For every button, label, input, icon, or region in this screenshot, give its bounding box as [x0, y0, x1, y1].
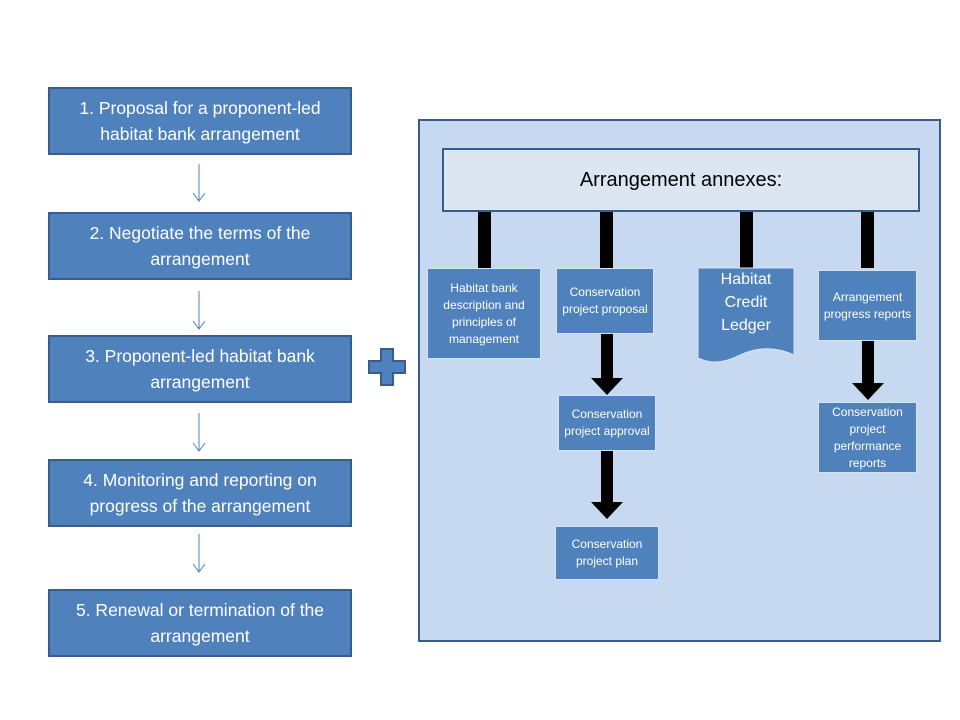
- annex-habitat-credit-ledger: Habitat Credit Ledger: [720, 271, 772, 334]
- annex-conservation-project-proposal: Conservation project proposal: [556, 268, 654, 334]
- step-arrow-3-4: [192, 413, 206, 452]
- annex-arrangement-progress-reports: Arrangement progress reports: [818, 270, 917, 341]
- annex-conservation-project-plan: Conservation project plan: [555, 526, 659, 580]
- step-arrow-4-5: [192, 534, 206, 573]
- step-4-monitoring: 4. Monitoring and reporting on progress …: [48, 459, 352, 527]
- annex-conservation-project-performance-reports: Conservation project performance reports: [818, 402, 917, 473]
- connector-cp-proposal: [600, 212, 613, 268]
- plus-icon: [368, 348, 406, 386]
- ledger-document-shape: [697, 267, 795, 363]
- step-arrow-2-3: [192, 291, 206, 330]
- arrow-proposal-to-approval: [591, 334, 623, 395]
- connector-ledger: [740, 212, 753, 268]
- step-2-negotiate: 2. Negotiate the terms of the arrangemen…: [48, 212, 352, 280]
- arrow-approval-to-plan: [591, 451, 623, 519]
- step-arrow-1-2: [192, 164, 206, 202]
- annexes-header: Arrangement annexes:: [442, 148, 920, 212]
- arrow-progress-to-performance: [852, 341, 884, 400]
- connector-progress-reports: [861, 212, 874, 268]
- step-5-renewal: 5. Renewal or termination of the arrange…: [48, 589, 352, 657]
- connector-habitat-bank: [478, 212, 491, 268]
- annex-conservation-project-approval: Conservation project approval: [558, 395, 656, 451]
- step-3-arrangement: 3. Proponent-led habitat bank arrangemen…: [48, 335, 352, 403]
- annex-habitat-bank-description: Habitat bank description and principles …: [427, 268, 541, 359]
- step-1-proposal: 1. Proposal for a proponent-led habitat …: [48, 87, 352, 155]
